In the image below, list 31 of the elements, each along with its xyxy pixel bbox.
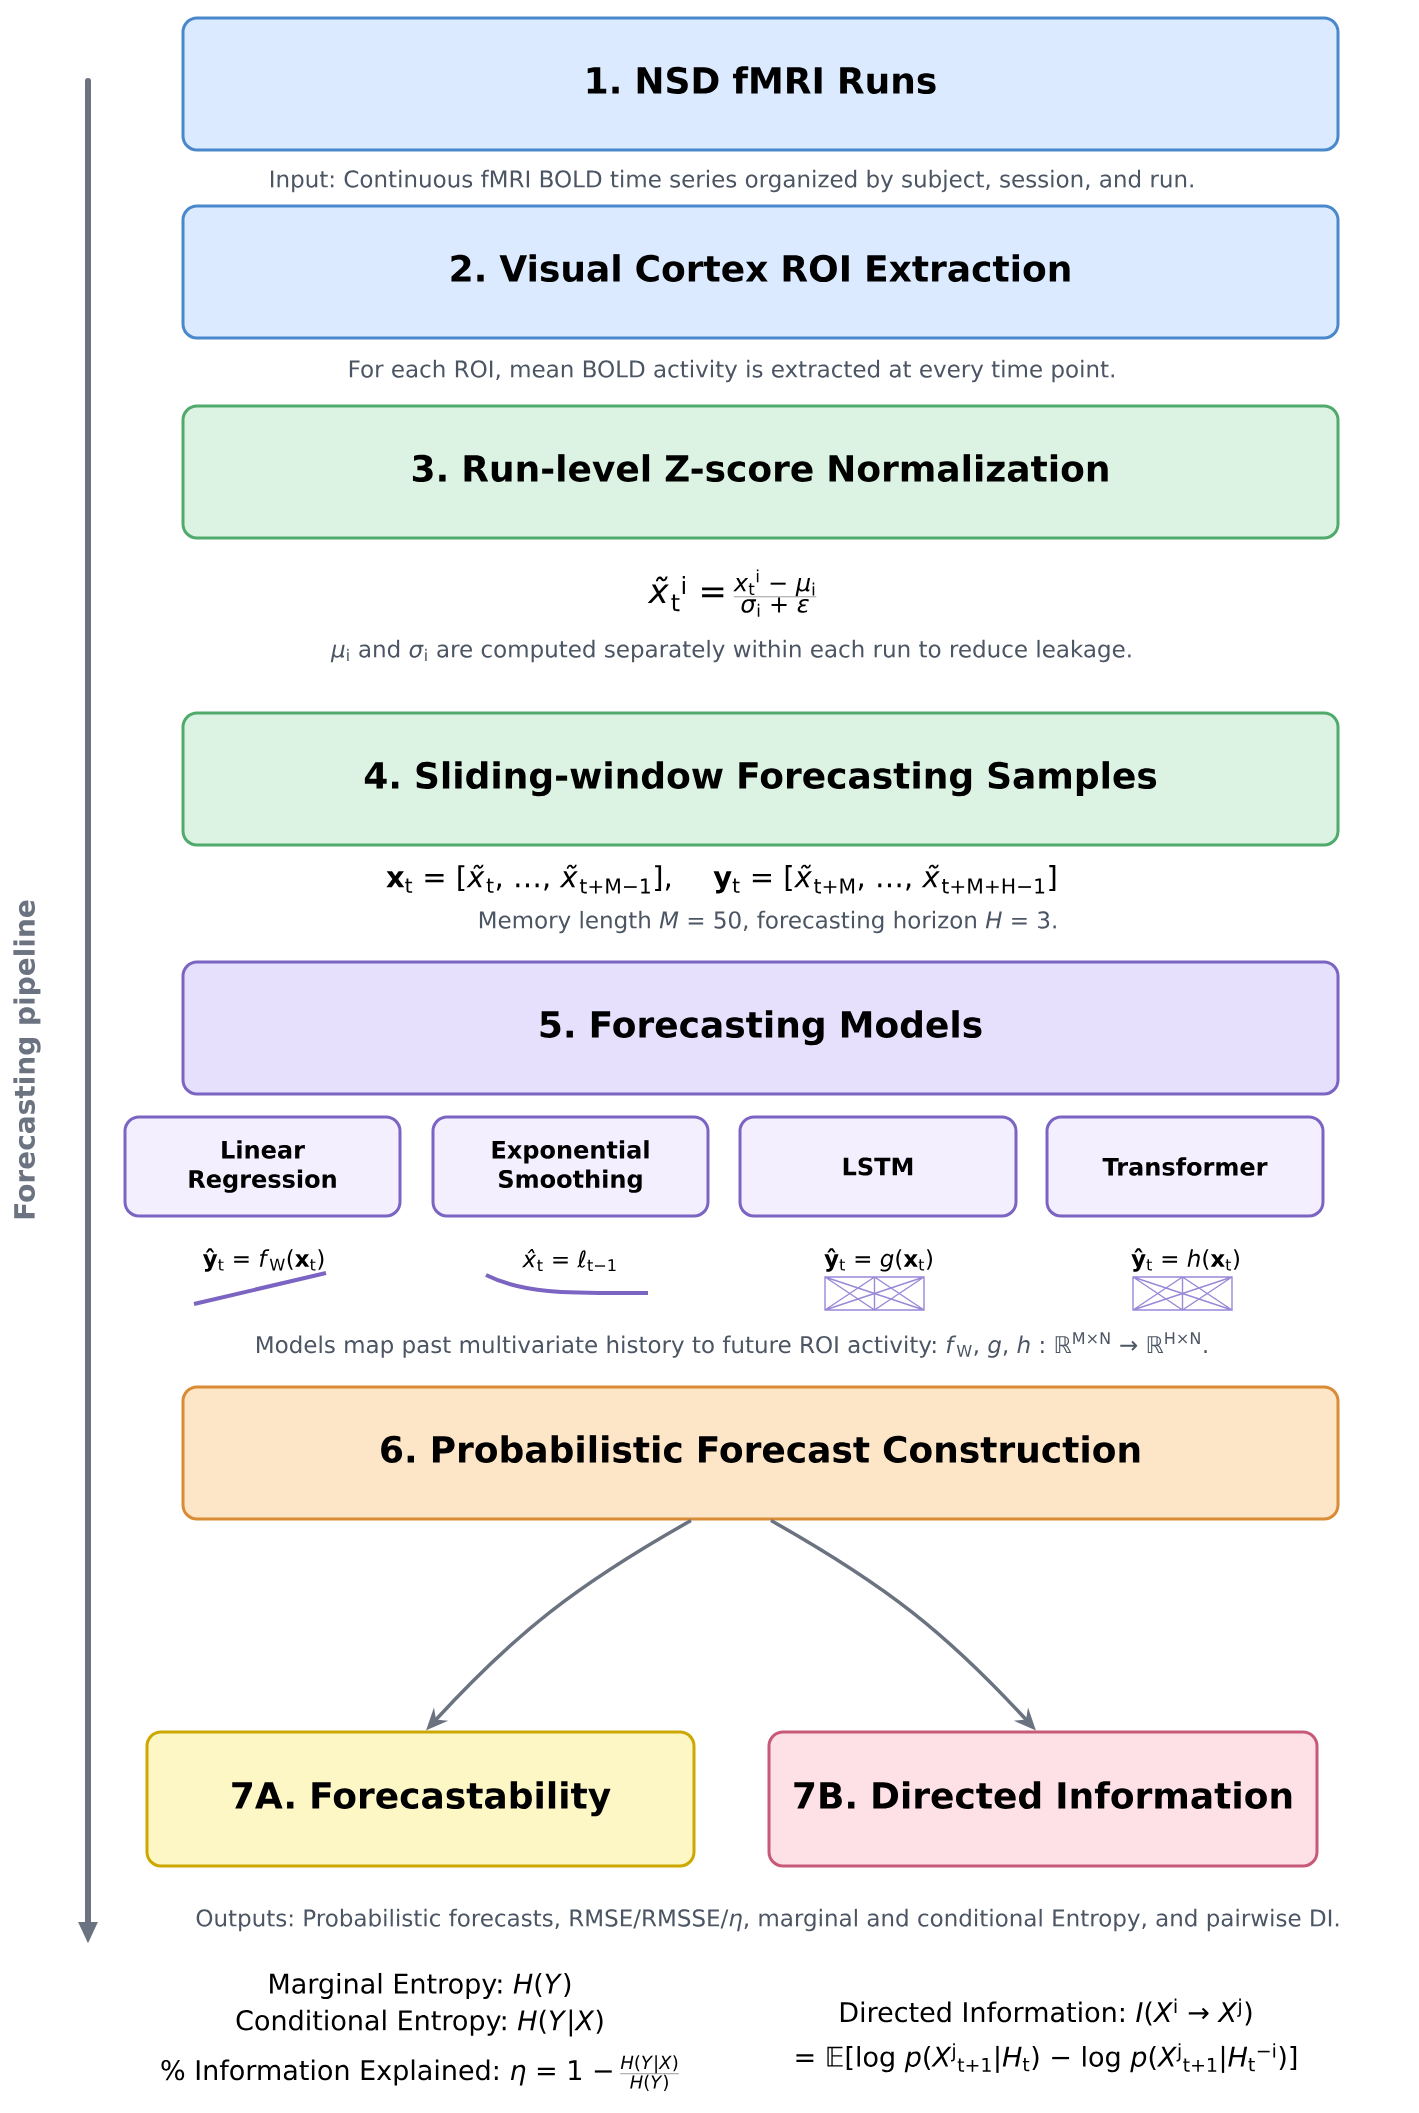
note-text: Outputs: Probabilistic forecasts, RMSE/RMSSE/η, marginal and conditional Entropy, and pairwise DI. — [196, 1908, 1339, 1932]
process-box: 3. Run-level Z-score Normalization — [181, 404, 1340, 540]
note-text: Models map past multivariate history to future ROI activity: f$_{W}$, g, h : ℝ$^{M×N}$ → ℝ$^{H×N}$. — [257, 1332, 1207, 1358]
process-box: 2. Visual Cortex ROI Extraction — [181, 204, 1340, 340]
side-label: Forecasting pipeline — [13, 900, 41, 1219]
formula: = 𝔼[log p(X$^{j}$$_{t+1}$|H$_{t}$) − log p(X$^{j}$$_{t+1}$|H$_{t}$$^{−i}$)] — [796, 2043, 1297, 2073]
formula: ŷ$_{t}$ = h(x$_{t}$) — [1131, 1248, 1239, 1272]
output-box: 7B. Directed Information — [767, 1730, 1319, 1868]
model-box: Transformer — [1045, 1115, 1325, 1218]
formula: x̃$_{t}$$^{i}$ = x$_{t}$$^{i}$ − μ$_{i}$ σ$_{i}$ + ε — [647, 569, 817, 617]
note-text: μ$_{i}$ and σ$_{i}$ are computed separately within each run to reduce leakage. — [330, 639, 1131, 663]
note-text: For each ROI, mean BOLD activity is extracted at every time point. — [349, 359, 1114, 383]
model-box: Exponential Smoothing — [431, 1115, 710, 1218]
formula: Marginal Entropy: H(Y) — [270, 1972, 571, 2000]
formula: Conditional Entropy: H(Y|X) — [236, 2009, 603, 2037]
formula: y$_{t}$ = [x̃$_{t+M}$, …, x̃$_{t+M+H−1}$] — [713, 864, 1056, 894]
formula: % Information Explained: η = 1 − H(Y|X) H(Y) — [161, 2055, 679, 2091]
formula: ŷ$_{t}$ = g(x$_{t}$) — [824, 1248, 932, 1272]
model-box: LSTM — [738, 1115, 1018, 1218]
formula: ŷ$_{t}$ = f$_{W}$(x$_{t}$) — [202, 1248, 324, 1272]
process-box: 1. NSD fMRI Runs — [181, 16, 1340, 152]
process-box: 5. Forecasting Models — [181, 960, 1340, 1096]
formula: Directed Information: I(X$^{i}$ → X$^{j}$) — [840, 1998, 1252, 2026]
note-text: Input: Continuous fMRI BOLD time series organized by subject, session, and run. — [271, 169, 1193, 193]
model-box: Linear Regression — [123, 1115, 402, 1218]
process-box: 6. Probabilistic Forecast Construction — [181, 1385, 1340, 1521]
output-box: 7A. Forecastability — [145, 1730, 696, 1868]
formula: x̂$_{t}$ = ℓ$_{t−1}$ — [521, 1248, 616, 1272]
formula: x$_{t}$ = [x̃$_{t}$, …, x̃$_{t+M−1}$], — [386, 864, 670, 894]
note-text: Memory length M = 50, forecasting horizon H = 3. — [479, 910, 1056, 934]
process-box: 4. Sliding-window Forecasting Samples — [181, 711, 1340, 847]
